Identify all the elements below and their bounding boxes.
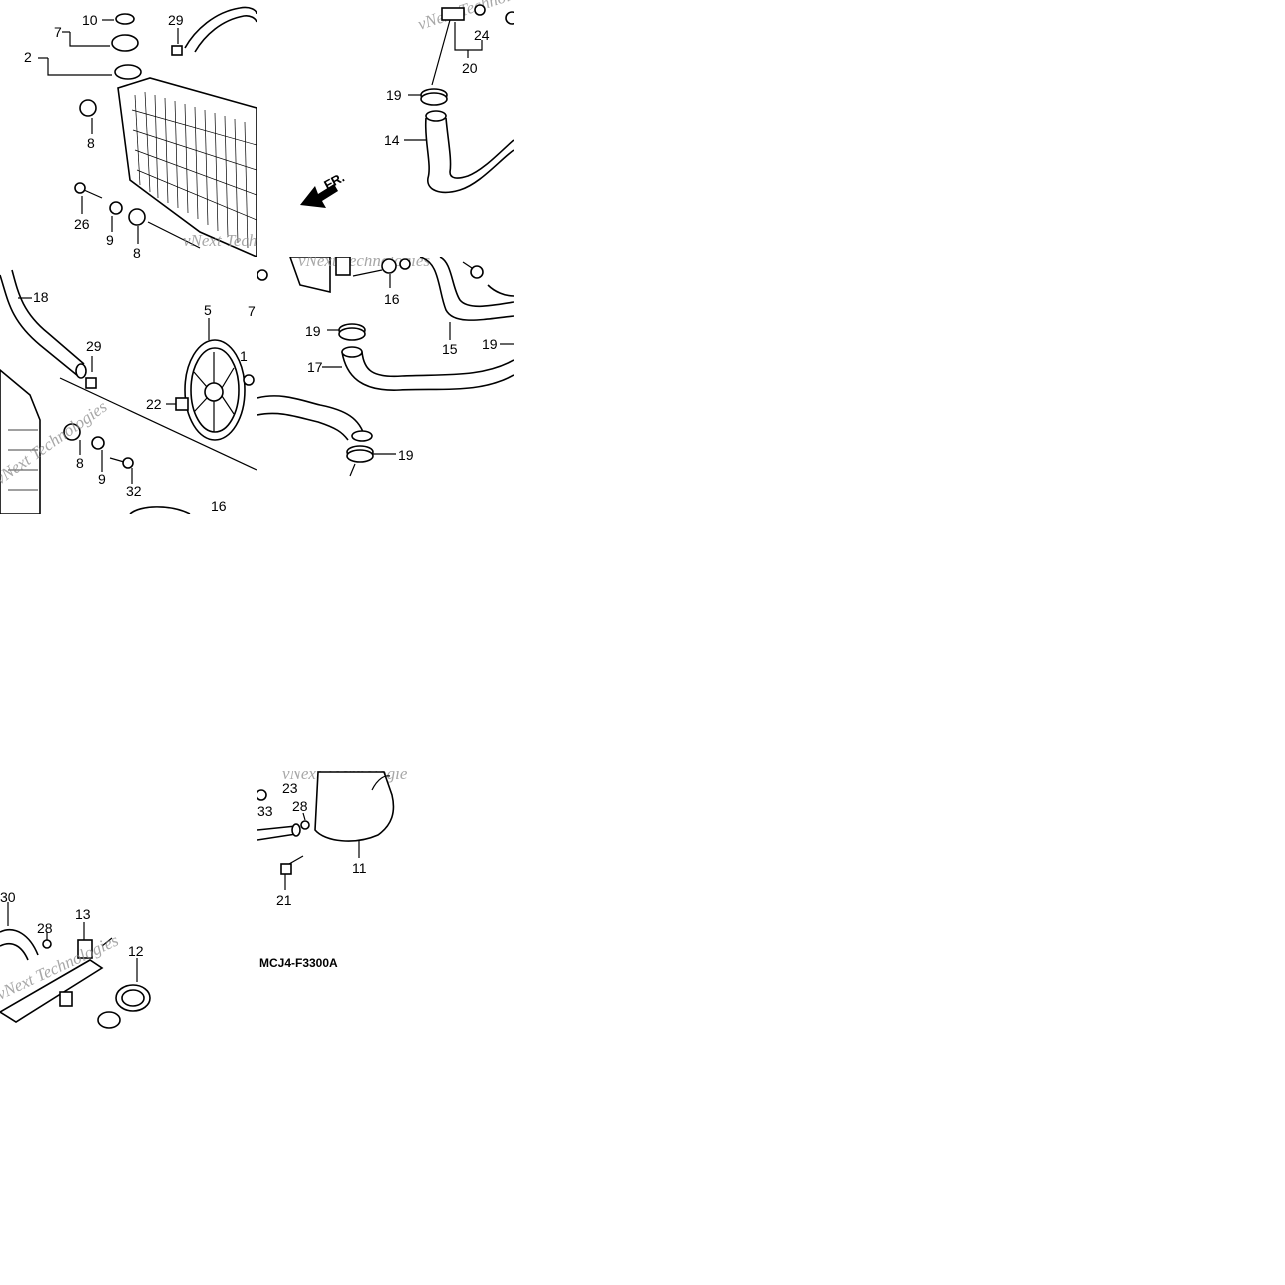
callout-20: 20	[462, 60, 478, 76]
callout-19-mid: 19	[305, 323, 321, 339]
callout-24: 24	[474, 27, 490, 43]
callout-16-fan: 16	[211, 498, 227, 514]
callout-21: 21	[276, 892, 292, 908]
callout-8-lower: 8	[133, 245, 141, 261]
radiator-side	[0, 368, 41, 514]
tile-fan: vNext Technologies 18 29 5 7 1 22 8 9 32…	[0, 269, 257, 514]
callout-29-fan: 29	[86, 338, 102, 354]
bolt-head	[74, 182, 86, 194]
callout-13: 13	[75, 906, 91, 922]
cap-seal	[115, 13, 135, 25]
callout-23: 23	[282, 780, 298, 796]
callout-9: 9	[106, 232, 114, 248]
tile-reserve-tank: vNext Technologies 33 23 28 11 21 MCJ4-F…	[257, 771, 407, 970]
mount-bracket-13	[0, 959, 104, 1023]
diagram-code: MCJ4-F3300A	[259, 956, 338, 970]
overflow-hose	[184, 6, 257, 49]
callout-18: 18	[33, 289, 49, 305]
callout-14: 14	[384, 132, 400, 148]
callout-19: 19	[386, 87, 402, 103]
callout-30: 30	[0, 889, 16, 905]
grommet-fan	[63, 423, 81, 441]
callout-29: 29	[168, 12, 184, 28]
callout-26: 26	[74, 216, 90, 232]
radiator-grille	[131, 91, 257, 249]
callout-16: 16	[384, 291, 400, 307]
grommet	[79, 99, 97, 117]
hose-30	[0, 929, 39, 956]
callout-9-fan: 9	[98, 471, 106, 487]
callout-19-lower: 19	[398, 447, 414, 463]
callout-2: 2	[24, 49, 32, 65]
hose-fitting	[441, 7, 465, 21]
callout-28-tank: 28	[292, 798, 308, 814]
callout-10: 10	[82, 12, 98, 28]
grommet-lower	[128, 208, 146, 226]
callout-8: 8	[87, 135, 95, 151]
callout-15: 15	[442, 341, 458, 357]
tile-lower-hoses: vNext Technologies	[257, 251, 514, 477]
tile-radiator: vNext Technologies 2 7 10 29 8 26 9 8	[24, 6, 315, 261]
tile-upper-hose: vNext Technologies FR. 24 20 19 14	[300, 0, 514, 208]
tank-bolt	[280, 863, 292, 875]
front-arrow	[300, 184, 338, 208]
callout-19-right: 19	[482, 336, 498, 352]
hose-17	[341, 351, 514, 391]
callout-1: 1	[240, 348, 248, 364]
radiator-core	[117, 77, 257, 257]
filler-neck	[114, 64, 142, 80]
callout-17: 17	[307, 359, 323, 375]
callout-28: 28	[37, 920, 53, 936]
hose-18	[0, 274, 79, 377]
reserve-tank	[314, 771, 395, 842]
callout-7: 7	[54, 24, 62, 40]
callout-12: 12	[128, 943, 144, 959]
hose-15	[419, 257, 514, 321]
callout-8-fan: 8	[76, 455, 84, 471]
collar	[109, 201, 123, 215]
fan-hub	[204, 382, 224, 402]
callout-33: 33	[257, 803, 273, 819]
clamp-16	[381, 258, 397, 274]
callout-5: 5	[204, 302, 212, 318]
radiator-cap	[111, 34, 139, 52]
callout-22: 22	[146, 396, 162, 412]
tile-bracket: vNext Technologies 30 28 13 12	[0, 889, 151, 1029]
callout-11: 11	[352, 860, 367, 876]
watermark: vNext Technologies	[183, 231, 315, 250]
callout-7-fan: 7	[248, 303, 256, 319]
svg-text:vNext Technologies: vNext Technologies	[298, 251, 430, 270]
coolant-hose-14	[424, 117, 514, 194]
callout-32: 32	[126, 483, 142, 499]
front-label: FR.	[321, 170, 347, 193]
